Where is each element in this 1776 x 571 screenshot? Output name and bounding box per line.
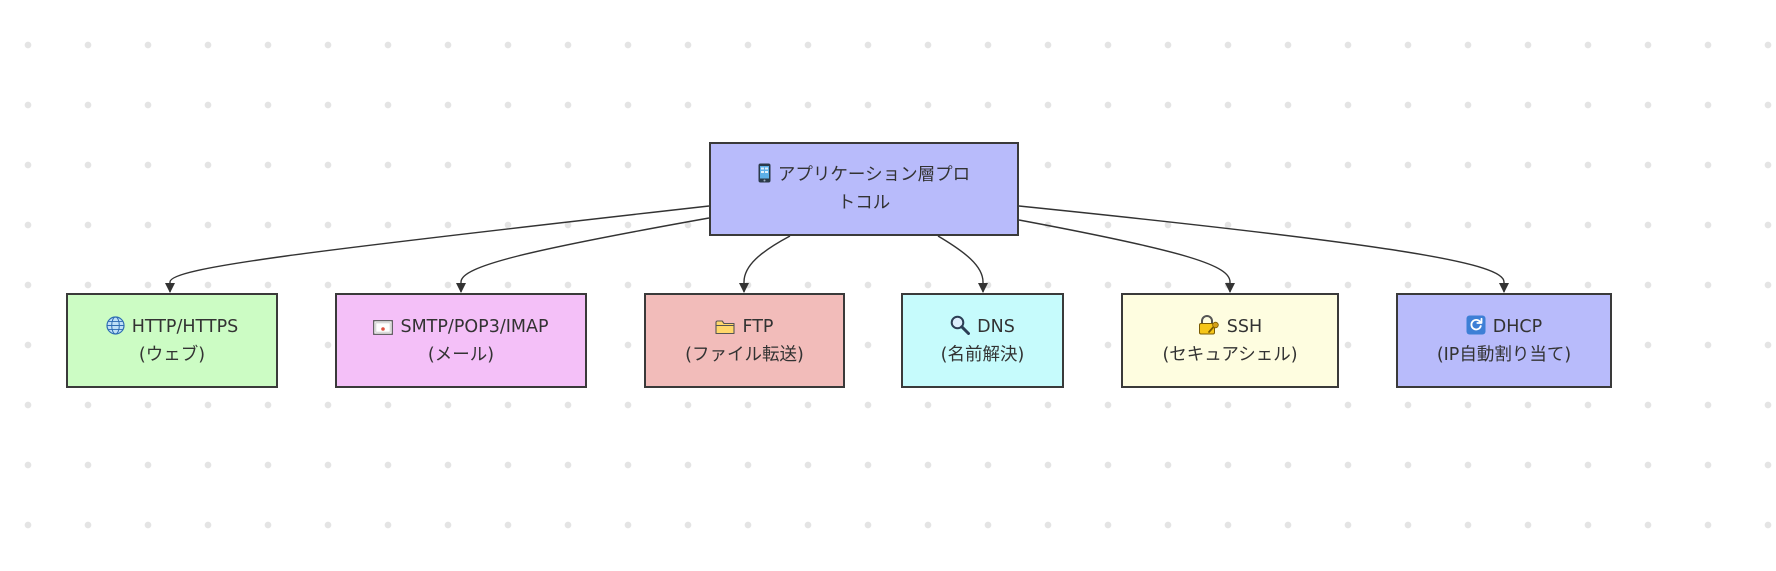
node-ftp-title: FTP [742,316,774,337]
edge-root-to-dns [937,235,988,293]
edge-root-to-http [165,205,710,293]
node-http-subtitle: (ウェブ) [138,344,206,365]
refresh-icon [1466,315,1486,335]
node-ssh-title: SSH [1226,316,1263,337]
folder-icon [715,319,736,335]
node-smtp-subtitle: (メール) [427,344,495,365]
node-ftp-subtitle: (ファイル転送) [685,344,804,365]
node-dhcp-title: DHCP [1492,316,1543,337]
magnifier-icon [950,315,971,335]
envelope-icon [373,319,394,335]
node-dns-title: DNS [977,316,1015,337]
node-dhcp-subtitle: (IP自動割り当て) [1436,344,1572,365]
node-dhcp: DHCP (IP自動割り当て) [1396,293,1612,388]
globe-icon [106,315,125,335]
root-node-label-line-1: アプリケーション層プロ [777,165,971,185]
node-dns-subtitle: (名前解決) [940,344,1025,365]
edge-root-to-dhcp [1018,205,1509,293]
node-smtp-title: SMTP/POP3/IMAP [400,316,549,337]
edge-root-to-smtp [456,217,710,293]
mobile-phone-icon [758,163,771,183]
node-ssh: SSH (セキュアシェル) [1121,293,1339,388]
node-http: HTTP/HTTPS (ウェブ) [66,293,278,388]
root-node-application-layer: アプリケーション層プロ トコル [709,142,1019,236]
edge-root-to-ssh [1018,219,1235,293]
node-ftp: FTP (ファイル転送) [644,293,845,388]
root-node-label-line-2: トコル [837,193,891,213]
node-dns: DNS (名前解決) [901,293,1064,388]
lock-key-icon [1198,314,1220,335]
node-http-title: HTTP/HTTPS [131,316,239,337]
node-ssh-subtitle: (セキュアシェル) [1162,344,1298,365]
edge-root-to-ftp [739,235,791,293]
node-smtp: SMTP/POP3/IMAP (メール) [335,293,587,388]
